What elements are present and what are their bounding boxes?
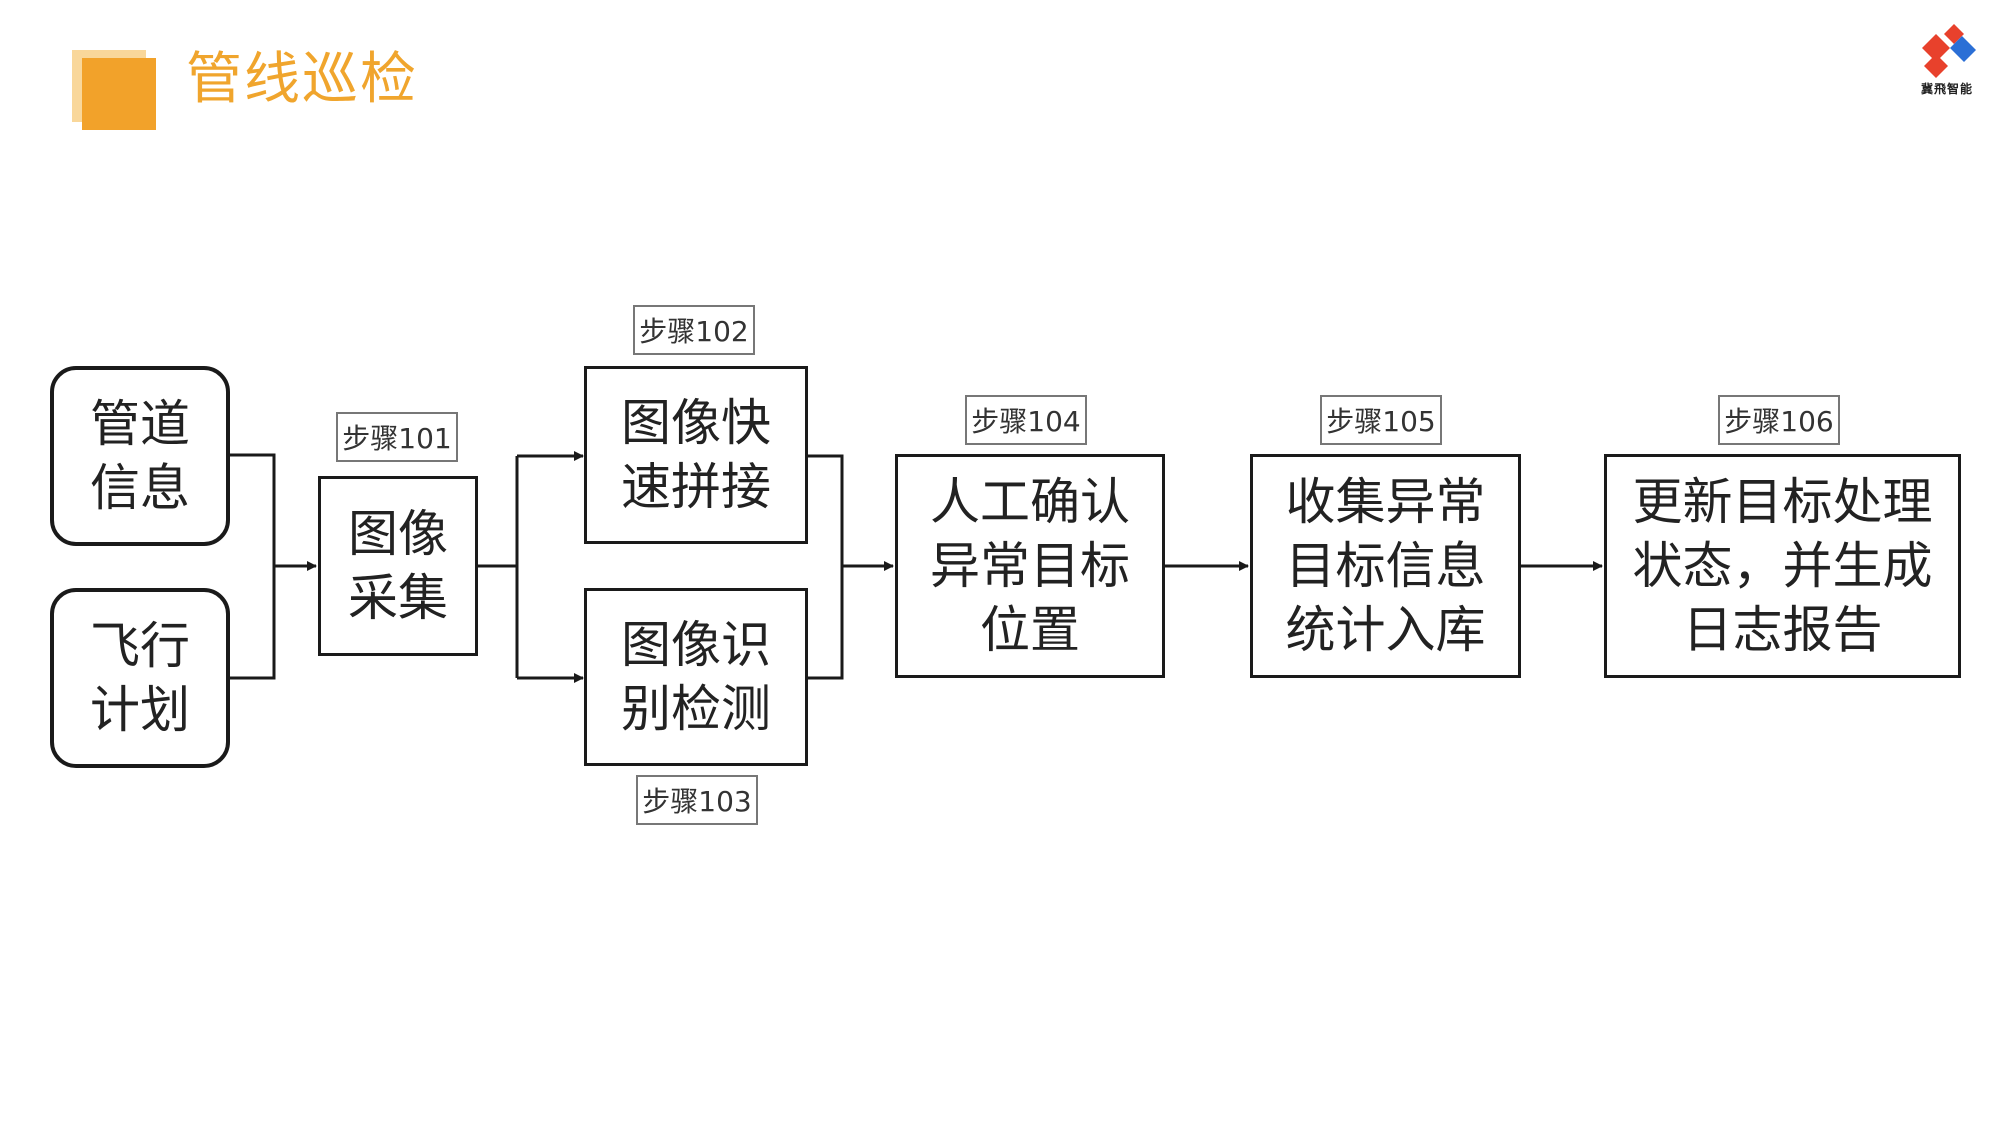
node-step105: 收集异常 目标信息 统计入库	[1250, 454, 1521, 678]
tag-step102: 步骤102	[633, 305, 755, 355]
node-pipeline-info: 管道 信息	[50, 366, 230, 546]
company-logo: 冀飛智能	[1914, 22, 1980, 100]
tag-step101: 步骤101	[336, 412, 458, 462]
logo-icon	[1922, 24, 1976, 78]
node-step101: 图像 采集	[318, 476, 478, 656]
node-flight-plan: 飞行 计划	[50, 588, 230, 768]
connector-input-1	[230, 453, 276, 680]
logo-text: 冀飛智能	[1920, 82, 1973, 96]
connector-merge	[808, 454, 844, 680]
node-step102: 图像快 速拼接	[584, 366, 808, 544]
page-title: 管线巡检	[186, 47, 418, 112]
tag-step103: 步骤103	[636, 775, 758, 825]
tag-step105: 步骤105	[1320, 395, 1442, 445]
node-step103: 图像识 别检测	[584, 588, 808, 766]
node-step104: 人工确认 异常目标 位置	[895, 454, 1165, 678]
tag-step106: 步骤106	[1718, 395, 1840, 445]
node-step106: 更新目标处理 状态，并生成 日志报告	[1604, 454, 1961, 678]
tag-step104: 步骤104	[965, 395, 1087, 445]
title-decoration	[72, 50, 156, 130]
